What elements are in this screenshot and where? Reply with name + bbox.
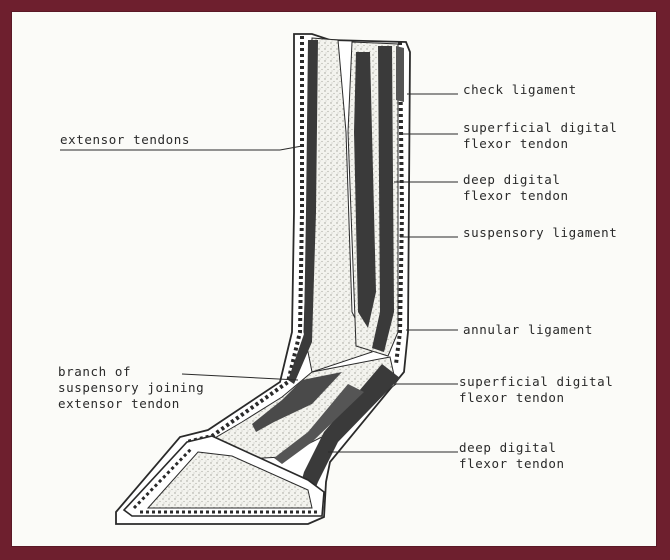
label-branch-of-suspensory-1: branch of [58,364,131,379]
label-deep-digital-flexor-lower-1: deep digital [459,440,557,455]
label-superficial-digital-flexor-lower-1: superficial digital [459,374,613,389]
label-deep-digital-flexor-lower-2: flexor tendon [459,456,565,471]
diagram-frame: extensor tendons check ligament superfic… [11,11,657,547]
label-superficial-digital-flexor-lower-2: flexor tendon [459,390,565,405]
label-branch-of-suspensory-2: suspensory joining [58,380,204,395]
label-annular-ligament: annular ligament [463,322,593,337]
label-deep-digital-flexor-upper-2: flexor tendon [463,188,569,203]
label-branch-of-suspensory-3: extensor tendon [58,396,180,411]
label-deep-digital-flexor-upper-1: deep digital [463,172,561,187]
label-suspensory-ligament: suspensory ligament [463,225,617,240]
label-superficial-digital-flexor-upper-1: superficial digital [463,120,617,135]
check-ligament-band [396,46,404,102]
label-check-ligament: check ligament [463,82,577,97]
label-superficial-digital-flexor-upper-2: flexor tendon [463,136,569,151]
label-extensor-tendons: extensor tendons [60,132,190,147]
